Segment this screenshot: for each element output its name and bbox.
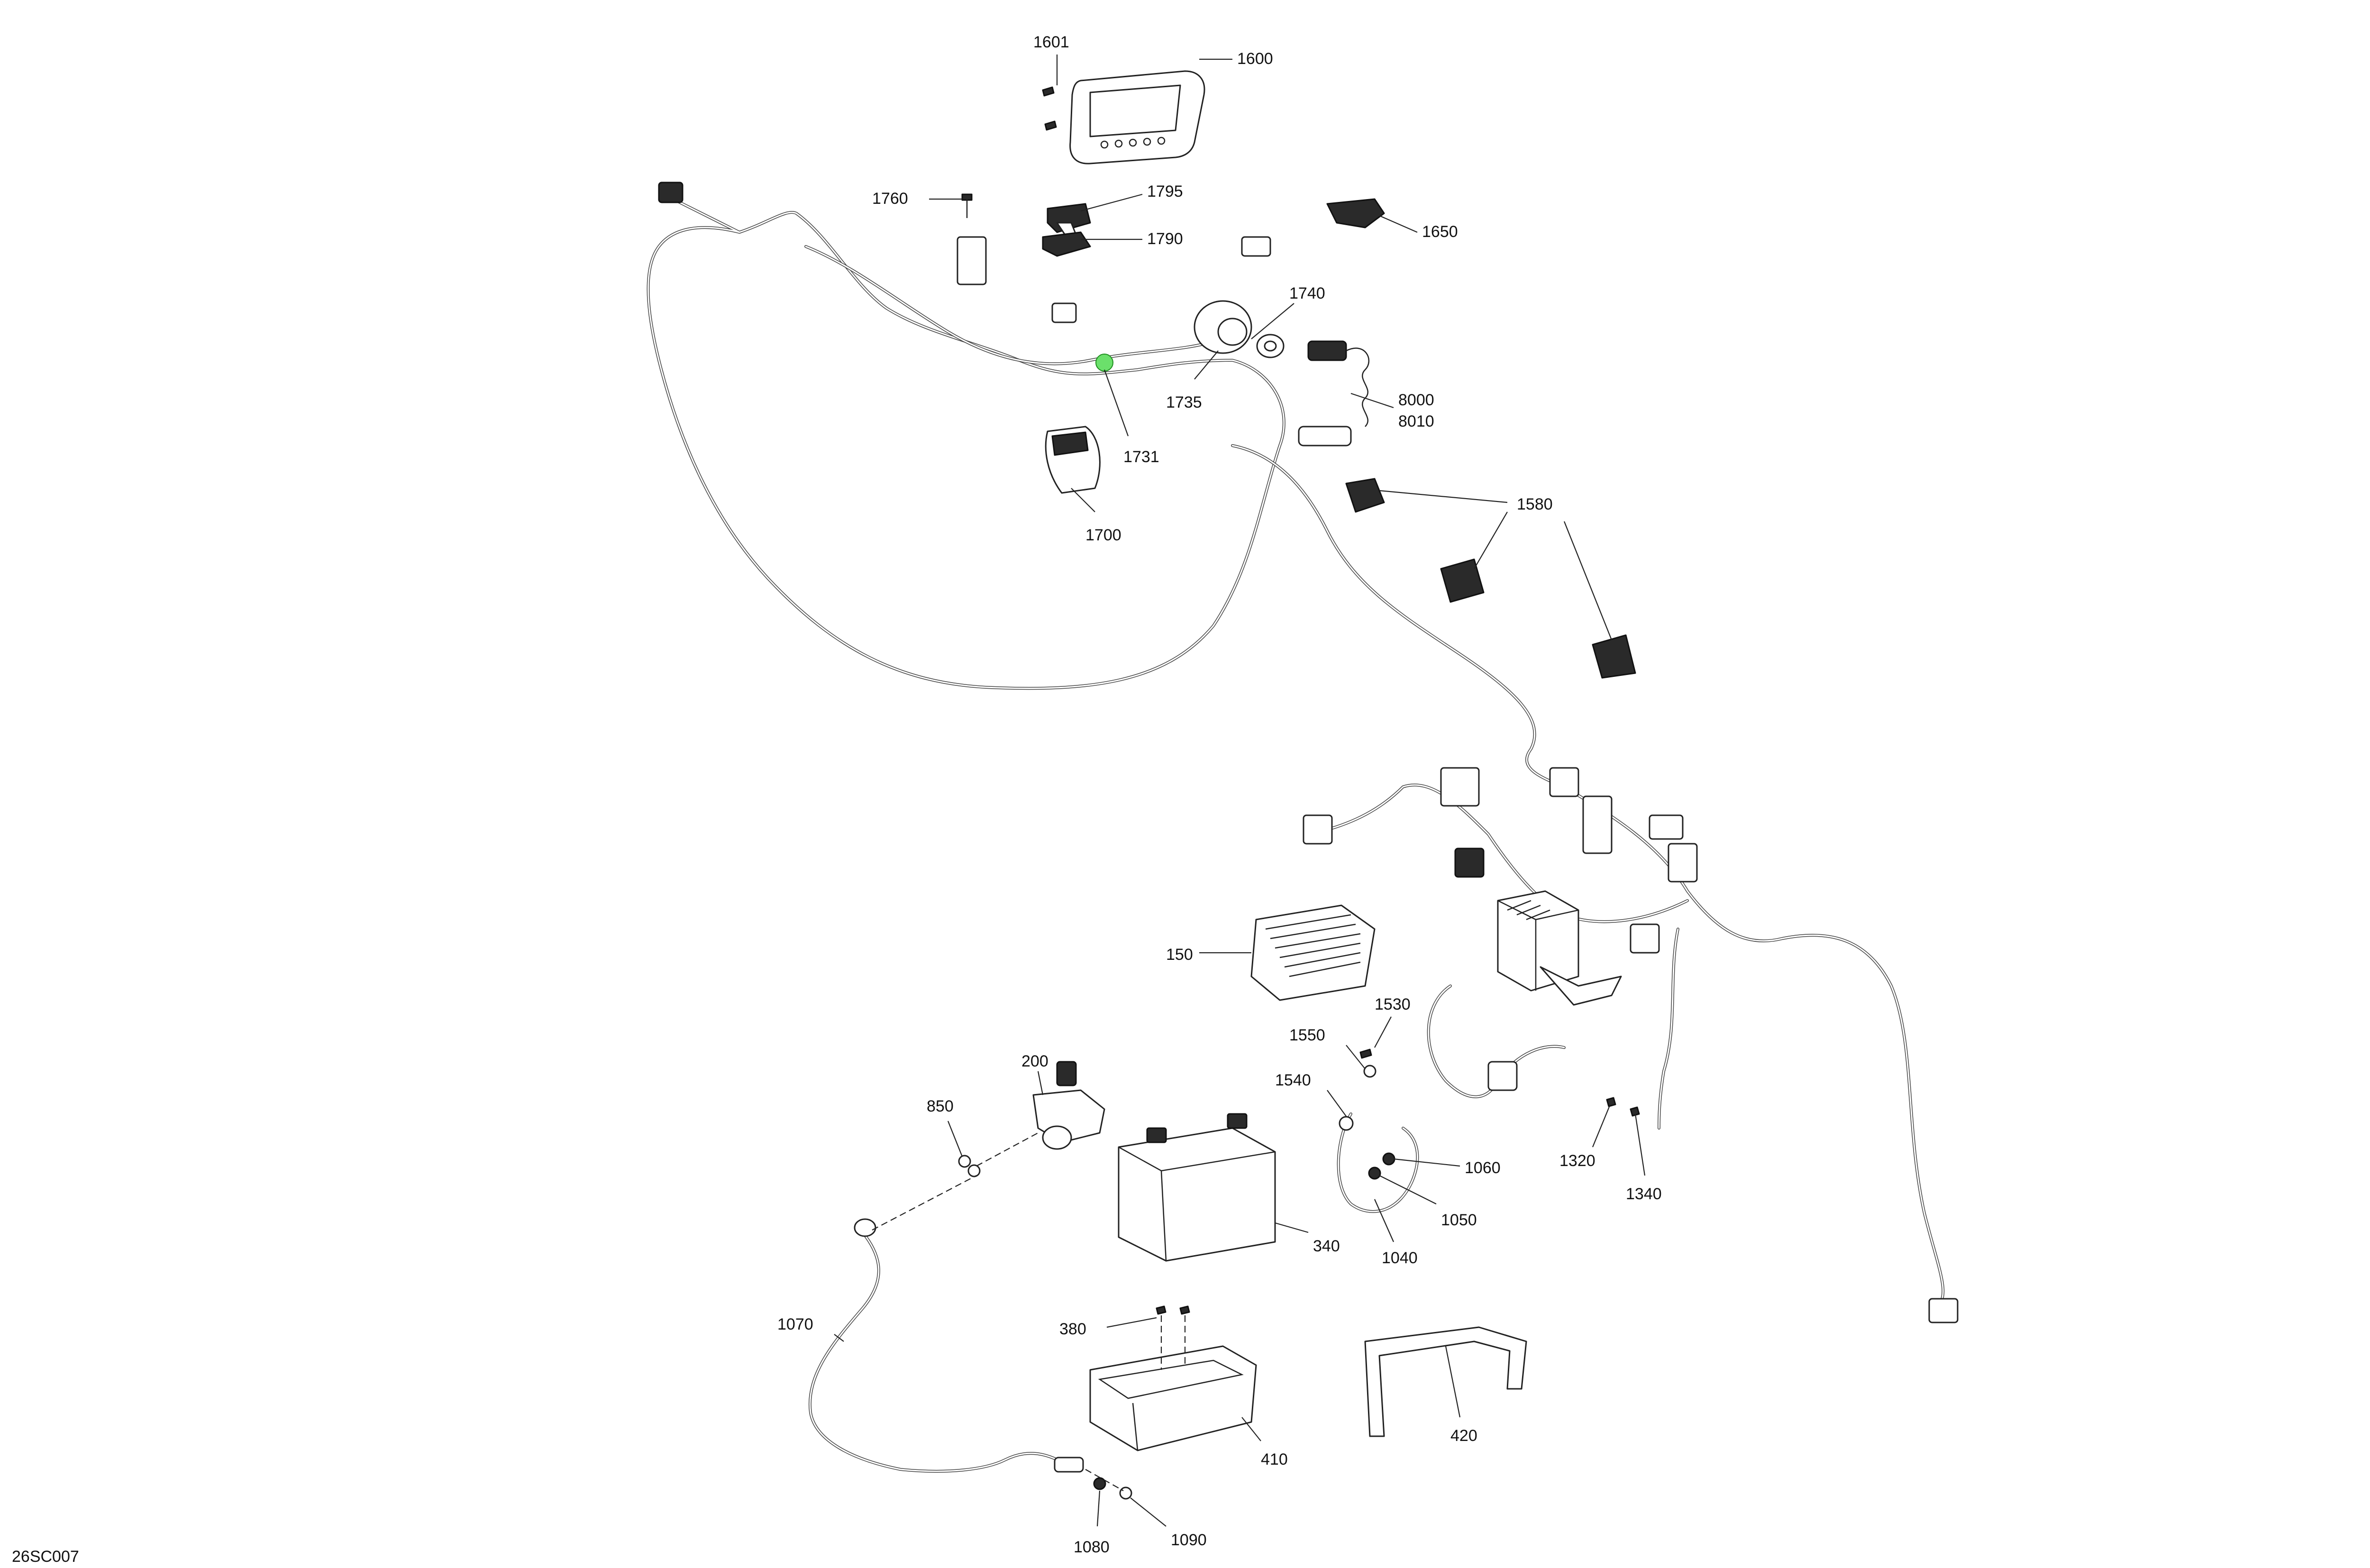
callout-1731: 1731 xyxy=(1123,448,1159,466)
callout-1735: 1735 xyxy=(1166,393,1202,411)
callout-1060: 1060 xyxy=(1465,1159,1501,1177)
callout-380: 380 xyxy=(1059,1320,1086,1338)
connector-1795 xyxy=(1047,203,1091,238)
bolt-380 xyxy=(1156,1305,1190,1315)
nut-1740 xyxy=(1256,334,1285,358)
callout-1340: 1340 xyxy=(1626,1185,1662,1203)
callout-1580: 1580 xyxy=(1517,495,1553,513)
clip-1580-b xyxy=(1440,558,1485,603)
bolt-1340 xyxy=(1630,1106,1640,1117)
bolt-1760 xyxy=(961,193,973,218)
callout-1550: 1550 xyxy=(1289,1026,1325,1044)
callout-850: 850 xyxy=(927,1097,954,1115)
battery-strap xyxy=(1364,1326,1527,1437)
callout-200: 200 xyxy=(1021,1052,1048,1070)
callout-410: 410 xyxy=(1261,1450,1288,1468)
callout-8010: 8010 xyxy=(1398,412,1434,430)
washer-1090 xyxy=(1119,1486,1132,1500)
display-screws xyxy=(1042,86,1057,131)
gauge-display-cluster xyxy=(1069,70,1205,164)
callout-1650: 1650 xyxy=(1422,223,1458,241)
callout-1600: 1600 xyxy=(1237,50,1273,68)
switch-1735 xyxy=(1194,300,1252,354)
battery-cable-1040 xyxy=(1337,1112,1419,1213)
callout-1050: 1050 xyxy=(1441,1211,1477,1229)
switch-1700 xyxy=(1045,426,1101,494)
fuse-box xyxy=(1497,890,1622,1006)
callout-1601: 1601 xyxy=(1033,33,1069,51)
starter-solenoid xyxy=(1032,1061,1105,1150)
callout-420: 420 xyxy=(1450,1427,1477,1445)
callout-1090: 1090 xyxy=(1171,1531,1207,1549)
callout-1760: 1760 xyxy=(872,190,908,208)
leader-lines xyxy=(834,55,1646,1527)
battery-tray xyxy=(1089,1345,1257,1451)
callout-150: 150 xyxy=(1166,946,1193,964)
starter-cable-1070 xyxy=(808,1218,1084,1473)
callout-340: 340 xyxy=(1313,1237,1340,1255)
callout-1790: 1790 xyxy=(1147,230,1183,248)
bolt-1060 xyxy=(1382,1152,1395,1166)
callout-8000: 8000 xyxy=(1398,391,1434,409)
callout-1080: 1080 xyxy=(1074,1538,1110,1556)
bolt-1530 xyxy=(1359,1048,1372,1059)
washer-1550 xyxy=(1363,1065,1376,1078)
callout-1740: 1740 xyxy=(1289,284,1325,302)
callout-labels: 1601 1600 1760 1795 1790 1650 1740 1735 … xyxy=(12,33,1662,1566)
callout-1530: 1530 xyxy=(1375,995,1411,1013)
callout-1040: 1040 xyxy=(1382,1249,1418,1267)
connector-1790 xyxy=(1042,231,1091,257)
figure-code: 26SC007 xyxy=(12,1548,79,1566)
callout-1070: 1070 xyxy=(777,1315,813,1333)
green-highlight-1731 xyxy=(1095,354,1113,372)
callout-1320: 1320 xyxy=(1559,1152,1595,1170)
callout-1700: 1700 xyxy=(1085,526,1121,544)
bolt-1050 xyxy=(1368,1167,1381,1180)
voltage-regulator xyxy=(1250,904,1376,1001)
clip-1580-a xyxy=(1345,478,1385,513)
nut-1540 xyxy=(1339,1116,1354,1131)
main-wiring-harness xyxy=(647,193,1945,1310)
callout-1540: 1540 xyxy=(1275,1071,1311,1089)
clip-1580-c xyxy=(1592,634,1636,679)
connector-1650 xyxy=(1326,198,1385,228)
bolt-1320 xyxy=(1606,1097,1616,1107)
callout-1795: 1795 xyxy=(1147,182,1183,201)
lanyard-8000 xyxy=(1298,340,1370,447)
battery xyxy=(1118,1113,1276,1262)
nut-850 xyxy=(958,1155,981,1177)
